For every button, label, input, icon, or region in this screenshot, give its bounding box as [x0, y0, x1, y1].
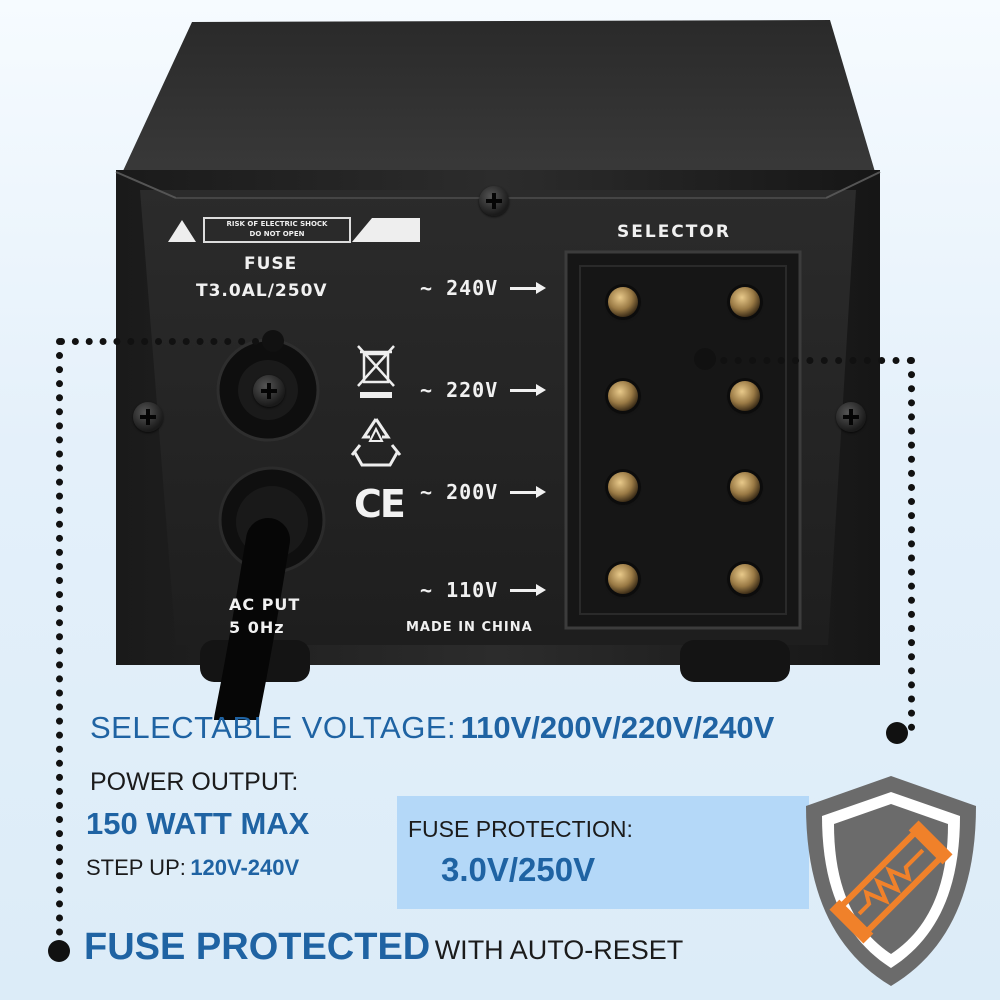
arrow-right-icon [510, 485, 547, 498]
selectable-voltage-label: SELECTABLE VOLTAGE: [90, 710, 457, 745]
tap-terminal [730, 472, 760, 502]
selectable-voltage-line: SELECTABLE VOLTAGE: 110V/200V/220V/240V [90, 710, 774, 746]
voltage-label-220: ~ 220V [420, 378, 499, 402]
callout-line-selector [706, 357, 914, 364]
warning-line-2: DO NOT OPEN [249, 230, 305, 238]
selectable-voltage-value: 110V/200V/220V/240V [460, 710, 775, 745]
callout-line-right [908, 357, 915, 731]
selector-title: SELECTOR [617, 222, 731, 242]
fuse-cap-screw-icon [253, 375, 285, 407]
step-up-value: 120V-240V [190, 855, 300, 880]
tap-terminal [608, 287, 638, 317]
transformer-device [115, 20, 881, 720]
callout-dot-voltage [886, 722, 908, 744]
input-rating-line-2: 5 0Hz [229, 618, 285, 637]
fuse-protection-label: FUSE PROTECTION: [408, 816, 633, 842]
screw-icon [133, 402, 163, 432]
screw-icon [836, 402, 866, 432]
warning-line-1: RISK OF ELECTRIC SHOCK [226, 220, 328, 228]
input-rating-line-1: AC PUT [229, 595, 301, 614]
callout-line-fuse [58, 338, 273, 345]
arrow-right-icon [510, 583, 547, 596]
tap-terminal [730, 564, 760, 594]
callout-dot-fuse [262, 330, 284, 352]
weee-bin-icon [357, 345, 395, 398]
fuse-protected-strong: FUSE PROTECTED [84, 926, 431, 968]
callout-line-left [56, 338, 63, 950]
arrow-right-icon [510, 383, 547, 396]
voltage-label-240: ~ 240V [420, 276, 499, 300]
recycle-icon [350, 418, 402, 467]
ce-mark-icon: CE [354, 482, 406, 526]
tap-terminal [730, 381, 760, 411]
shock-warning-label: RISK OF ELECTRIC SHOCK DO NOT OPEN [206, 219, 348, 239]
fuse-protected-rest: WITH AUTO-RESET [434, 935, 684, 965]
fuse-protection-value: 3.0V/250V [441, 851, 596, 888]
tap-terminal [608, 564, 638, 594]
step-up-line: STEP UP: 120V-240V [86, 855, 299, 881]
callout-dot-selector [694, 348, 716, 370]
fuse-rating: T3.0AL/250V [196, 281, 328, 301]
arrow-right-icon [510, 281, 547, 294]
step-up-label: STEP UP: [86, 855, 186, 880]
power-output-value: 150 WATT MAX [86, 806, 310, 841]
fuse-protection-box: FUSE PROTECTION: 3.0V/250V [397, 796, 809, 909]
callout-dot-bottom [48, 940, 70, 962]
voltage-label-110: ~ 110V [420, 578, 499, 602]
fuse-title: FUSE [244, 254, 298, 274]
power-output-label: POWER OUTPUT: [90, 768, 299, 796]
tap-terminal [730, 287, 760, 317]
screw-icon [479, 186, 509, 216]
shield-fuse-icon [806, 776, 976, 986]
tap-terminal [608, 381, 638, 411]
fuse-protected-line: FUSE PROTECTED WITH AUTO-RESET [84, 926, 683, 969]
voltage-row-200: ~ 200V [420, 480, 547, 504]
voltage-row-220: ~ 220V [420, 378, 547, 402]
tap-terminal [608, 472, 638, 502]
voltage-row-110: ~ 110V [420, 578, 547, 602]
voltage-row-240: ~ 240V [420, 276, 547, 300]
made-in-label: MADE IN CHINA [406, 620, 533, 635]
voltage-label-200: ~ 200V [420, 480, 499, 504]
